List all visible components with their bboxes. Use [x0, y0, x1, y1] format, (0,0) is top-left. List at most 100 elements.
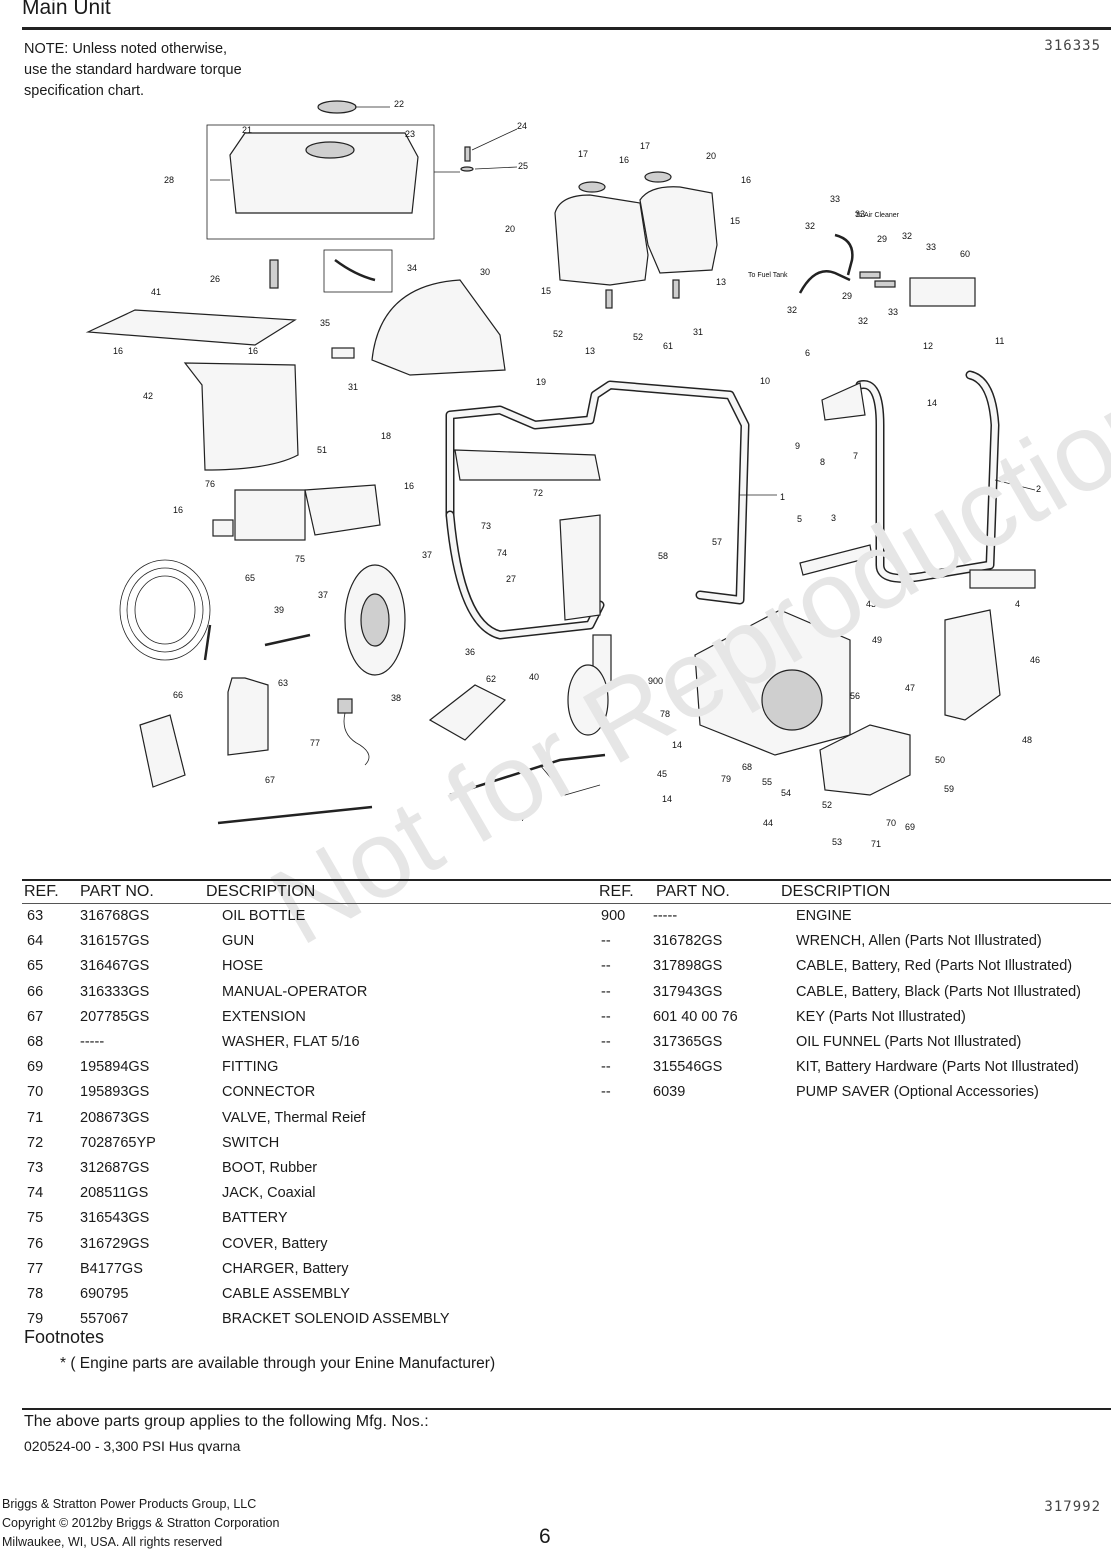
- control-panel: [559, 514, 601, 621]
- callout-number: 30: [480, 267, 490, 277]
- callout-number: 44: [763, 818, 773, 828]
- footnote-text: * ( Engine parts are available through y…: [60, 1355, 496, 1372]
- table-cell-part-no: 312687GS: [80, 1160, 150, 1176]
- col-part-no-header-right: PART NO.: [656, 883, 730, 900]
- callout-number: 66: [173, 690, 183, 700]
- table-cell-description: CABLE, Battery, Black (Parts Not Illustr…: [796, 983, 1081, 1000]
- callout-number: 6: [805, 348, 810, 358]
- callout-number: 10: [760, 376, 770, 386]
- table-cell-part-no: 317943GS: [653, 983, 723, 1000]
- callout-number: 67: [265, 775, 275, 785]
- callout-number: 58: [658, 551, 668, 561]
- table-cell-ref: --: [601, 1008, 611, 1025]
- table-cell-part-no: 690795: [80, 1286, 129, 1302]
- callout-number: 68: [742, 762, 752, 772]
- callout-number: 76: [205, 479, 215, 489]
- callout-number: 33: [855, 209, 865, 219]
- callout-number: 33: [888, 307, 898, 317]
- table-cell-description: OIL FUNNEL (Parts Not Illustrated): [796, 1034, 1022, 1050]
- table-cell-part-no: 195894GS: [80, 1059, 150, 1076]
- table-cell-description: JACK, Coaxial: [222, 1185, 316, 1202]
- table-cell-ref: 68: [27, 1034, 44, 1050]
- table-cell-description: MANUAL-OPERATOR: [222, 983, 368, 1000]
- callout-number: 70: [886, 818, 896, 828]
- callout-number: 16: [404, 481, 414, 491]
- fuel-valve: [269, 259, 279, 289]
- to-fuel-tank-label: To Fuel Tank: [748, 272, 788, 279]
- callout-number: 8: [820, 457, 825, 467]
- table-cell-ref: 79: [27, 1311, 44, 1328]
- axle: [264, 633, 311, 647]
- callout-number: 39: [274, 605, 284, 615]
- callout-number: 79: [721, 774, 731, 784]
- callout-number: 59: [944, 784, 954, 794]
- table-cell-description: OIL BOTTLE: [222, 908, 306, 924]
- top-divider: [22, 27, 1111, 30]
- header-rule: [22, 903, 1111, 904]
- callout-number: 17: [578, 149, 588, 159]
- applies-rule: [22, 1408, 1111, 1410]
- col-description-header-right: DESCRIPTION: [781, 883, 891, 900]
- battery-charger: [337, 698, 353, 714]
- footer-company: Briggs & Stratton Power Products Group, …: [2, 1497, 257, 1511]
- table-cell-part-no: B4177GS: [80, 1260, 143, 1277]
- battery-tray: [304, 484, 381, 536]
- callout-number: 31: [693, 327, 703, 337]
- footer-copyright: Copyright © 2012by Briggs & Stratton Cor…: [2, 1516, 280, 1530]
- table-cell-part-no: 315546GS: [653, 1059, 723, 1076]
- callout-number: 74: [497, 548, 507, 558]
- callout-number: 40: [529, 672, 539, 682]
- table-cell-description: CABLE, Battery, Red (Parts Not Illustrat…: [796, 958, 1073, 975]
- table-cell-ref: 900: [601, 908, 626, 924]
- callout-number: 62: [486, 674, 496, 684]
- table-top-rule: [22, 879, 1111, 881]
- callout-number: 32: [805, 221, 815, 231]
- callout-number: 72: [533, 488, 543, 498]
- table-cell-ref: 73: [27, 1160, 44, 1176]
- table-cell-part-no: 601 40 00 76: [653, 1008, 738, 1025]
- air-filter: [909, 277, 976, 307]
- callout-number: 28: [164, 175, 174, 185]
- table-cell-description: ENGINE: [796, 908, 852, 924]
- table-cell-part-no: 208511GS: [80, 1185, 149, 1202]
- callout-number: 20: [505, 224, 515, 234]
- callout-number: 37: [422, 550, 432, 560]
- callout-number: 55: [762, 777, 772, 787]
- table-cell-ref: --: [601, 958, 611, 975]
- callout-number: 49: [872, 635, 882, 645]
- table-cell-ref: --: [601, 1084, 611, 1101]
- callout-number: 32: [787, 305, 797, 315]
- callout-number: 21: [242, 125, 252, 135]
- table-cell-description: CONNECTOR: [222, 1084, 316, 1101]
- callout-number: 11: [995, 336, 1004, 346]
- frame-deck: [454, 449, 601, 481]
- table-cell-description: CABLE ASSEMBLY: [222, 1286, 350, 1302]
- table-cell-ref: 70: [27, 1084, 44, 1101]
- callout-number: 32: [858, 316, 868, 326]
- table-cell-part-no: 195893GS: [80, 1084, 150, 1101]
- col-description-header-left: DESCRIPTION: [206, 883, 316, 900]
- table-cell-part-no: 317898GS: [653, 958, 723, 975]
- callout-number: 13: [585, 346, 595, 356]
- table-cell-ref: 76: [27, 1235, 44, 1252]
- callout-number: 25: [518, 161, 528, 171]
- table-cell-part-no: -----: [80, 1034, 105, 1050]
- battery: [234, 489, 306, 541]
- callout-number: 73: [481, 521, 491, 531]
- table-cell-part-no: 207785GS: [80, 1008, 150, 1025]
- hose-coil: [119, 559, 211, 661]
- table-cell-ref: 71: [27, 1109, 44, 1126]
- callout-number: 19: [536, 377, 546, 387]
- table-cell-part-no: 316782GS: [653, 933, 723, 950]
- callout-number: 5: [797, 514, 802, 524]
- table-cell-description: BOOT, Rubber: [222, 1160, 318, 1176]
- callout-number: 32: [902, 231, 912, 241]
- callout-number: 2: [1036, 484, 1041, 494]
- callout-number: 78: [660, 709, 670, 719]
- callout-number: 52: [822, 800, 832, 810]
- callout-number: 14: [672, 740, 682, 750]
- callout-number: 9: [795, 441, 800, 451]
- table-cell-part-no: 316333GS: [80, 983, 150, 1000]
- doc-number: 316335: [1044, 38, 1101, 54]
- table-cell-description: VALVE, Thermal Reief: [222, 1109, 366, 1126]
